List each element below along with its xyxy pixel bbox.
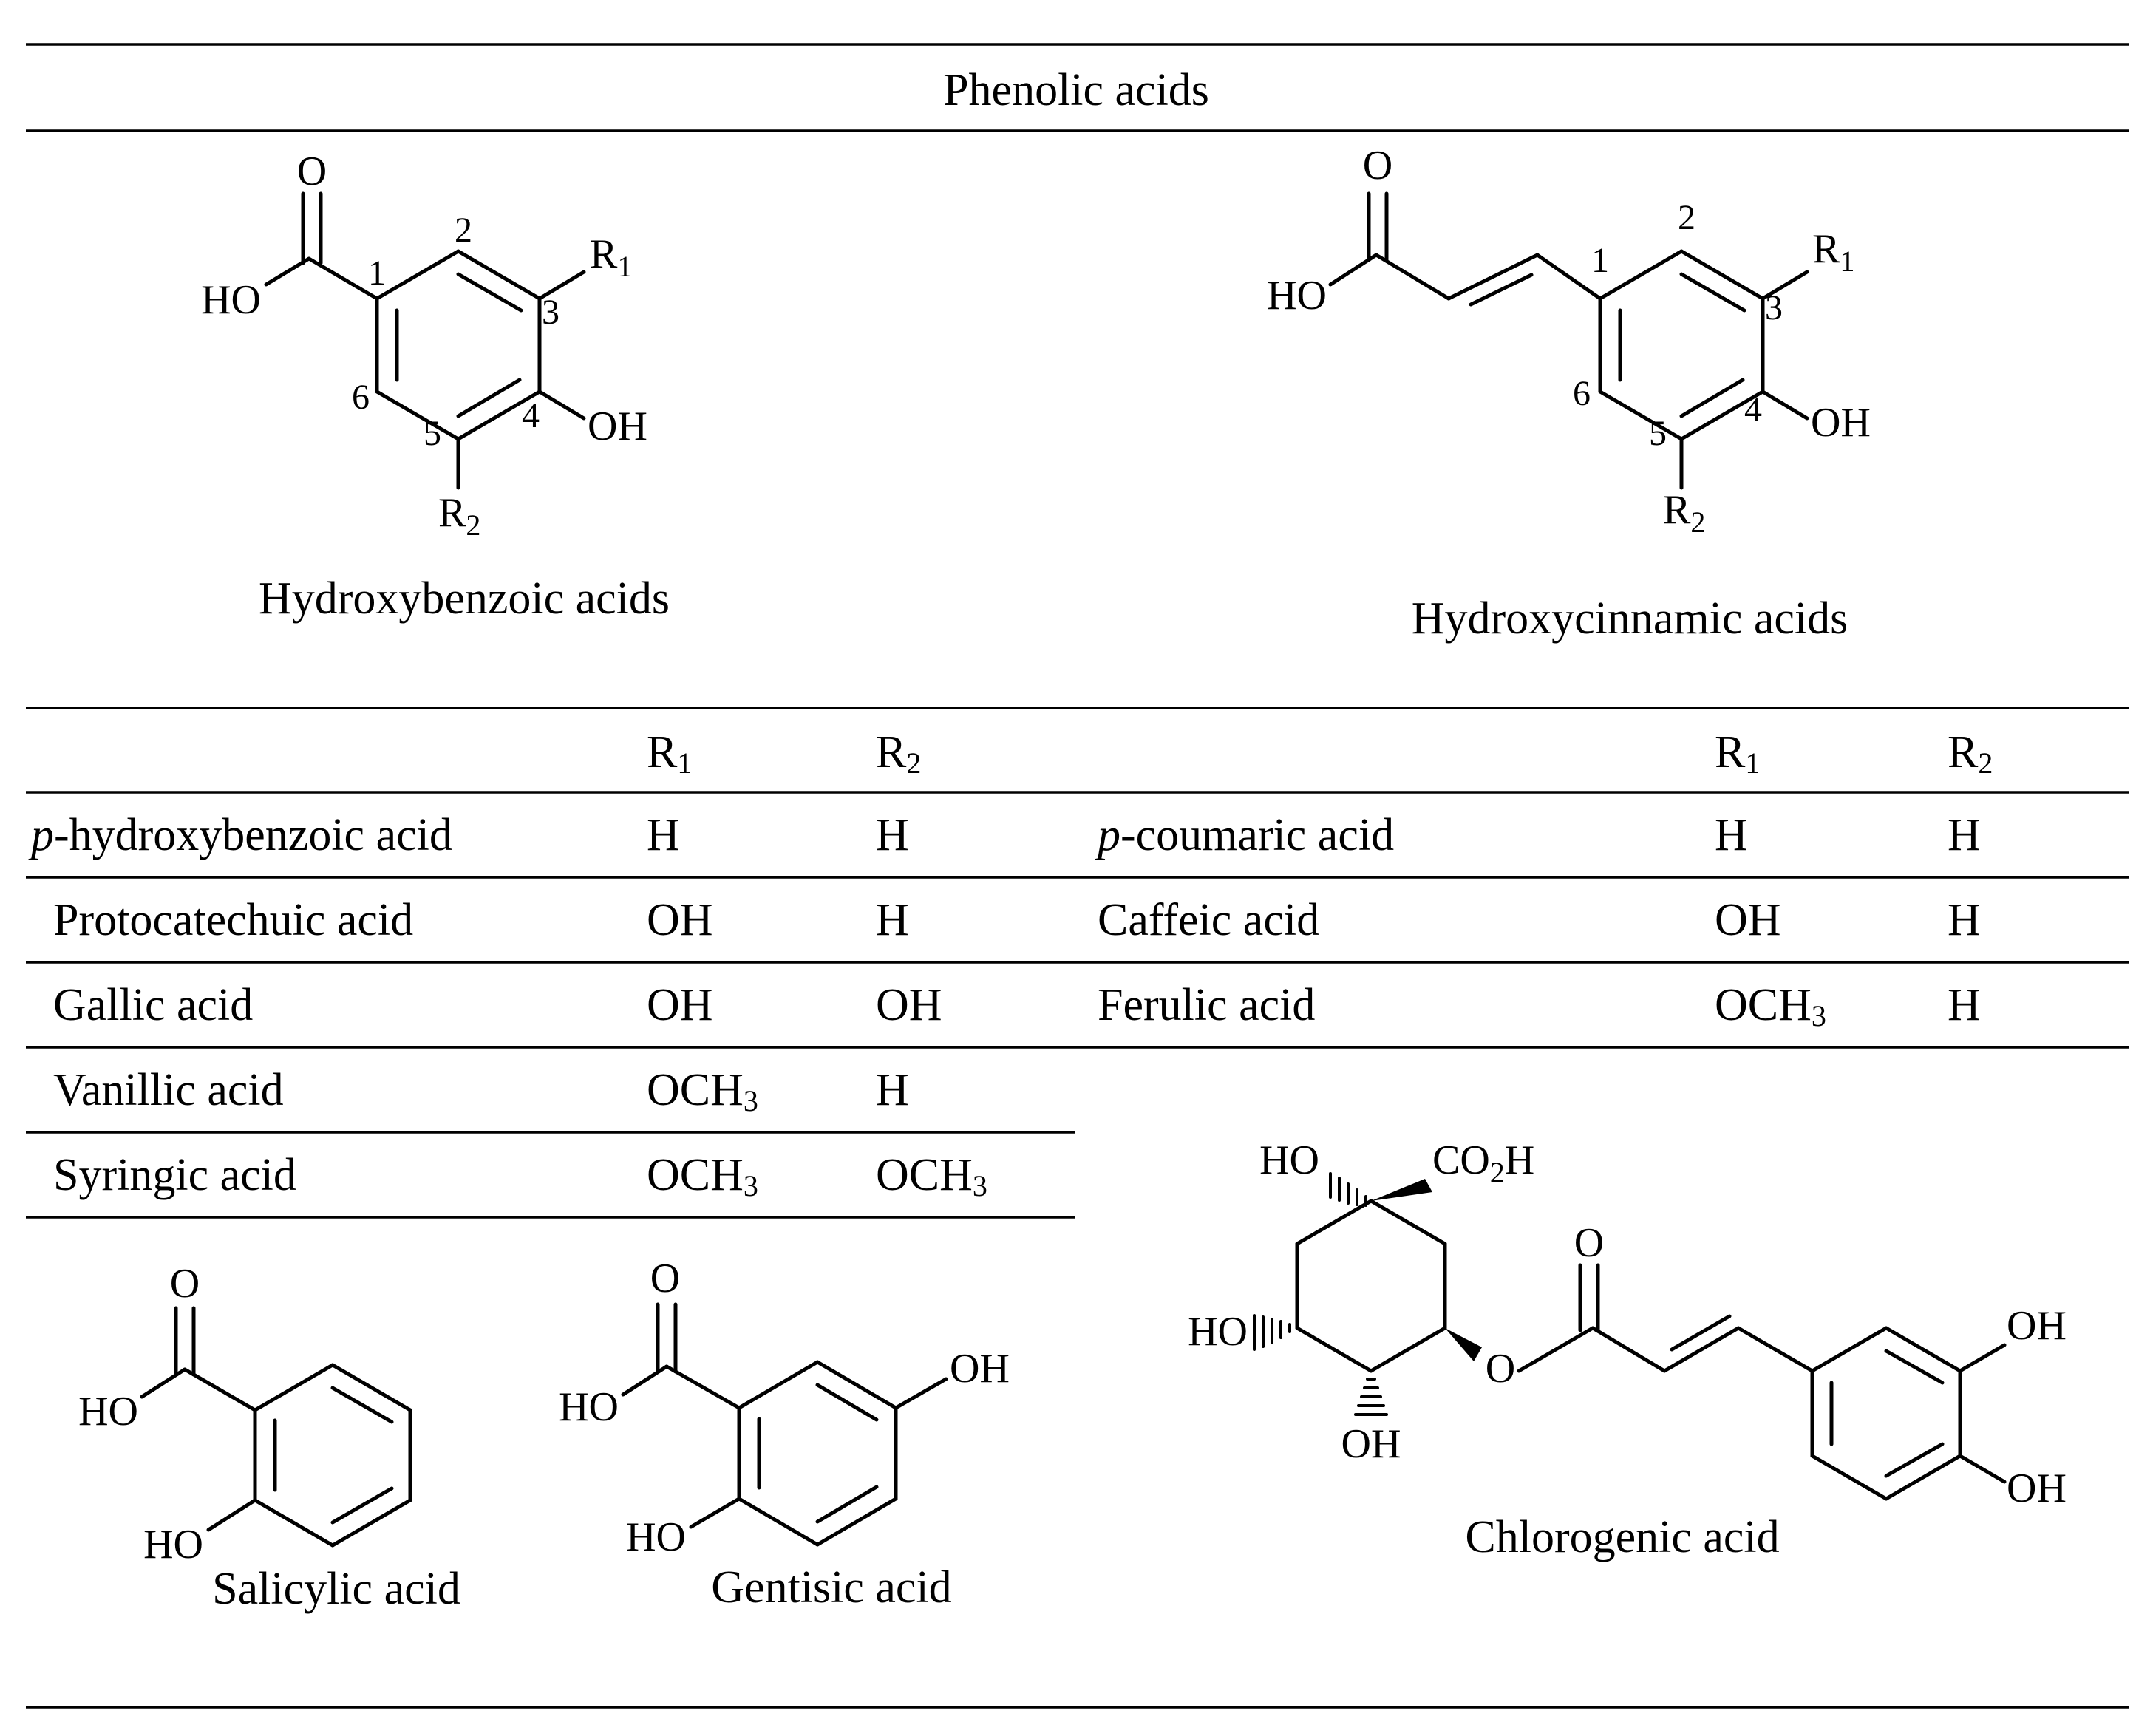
- r2-value: H: [876, 895, 909, 945]
- hc-r2: R2: [1663, 487, 1705, 539]
- hb-pos-6: 6: [352, 378, 370, 417]
- header-r1-right: R1: [1715, 727, 1760, 780]
- table-row: Vanillic acid OCH3 H: [53, 1065, 909, 1117]
- gen-ho-acid: HO: [559, 1384, 619, 1430]
- hb-oh: OH: [588, 404, 647, 449]
- wedge-ester-o: [1445, 1328, 1482, 1361]
- r2-value: OCH3: [876, 1150, 987, 1202]
- table-row: Gallic acid OH OH: [53, 980, 942, 1030]
- hc-pos-3: 3: [1765, 288, 1783, 327]
- r1-value: OCH3: [1715, 980, 1826, 1032]
- r2-value: H: [1948, 895, 1981, 945]
- r1-value: OH: [647, 980, 713, 1030]
- hc-pos-5: 5: [1649, 414, 1667, 453]
- acid-name: Caffeic acid: [1098, 895, 1319, 945]
- hb-pos-3: 3: [542, 293, 559, 332]
- hc-pos-6: 6: [1573, 374, 1591, 413]
- chl-ho-top: HO: [1259, 1137, 1319, 1183]
- chl-oh-ring-top: OH: [2007, 1303, 2067, 1349]
- hc-pos-2: 2: [1678, 198, 1695, 237]
- table-row: p-coumaric acid H H: [1095, 810, 1981, 860]
- cinnamic-table: p-coumaric acid H H Caffeic acid OH H Fe…: [1095, 810, 1981, 1032]
- table-row: Protocatechuic acid OH H: [53, 895, 909, 945]
- table-row: Caffeic acid OH H: [1098, 895, 1981, 945]
- acid-name: Syringic acid: [53, 1150, 296, 1200]
- acid-name: Vanillic acid: [53, 1065, 284, 1115]
- hb-r2: R2: [438, 490, 480, 542]
- salicylic-structure: O HO HO Salicylic acid: [78, 1261, 460, 1614]
- r2-value: H: [876, 810, 909, 860]
- acid-name: p-coumaric acid: [1095, 810, 1394, 860]
- hb-ho: HO: [201, 277, 261, 323]
- sal-caption: Salicylic acid: [212, 1564, 460, 1614]
- chl-oh-ring-bottom: OH: [2007, 1466, 2067, 1511]
- r1-value: OCH3: [647, 1065, 758, 1117]
- header-r2-left: R2: [876, 727, 921, 780]
- sal-ho-ring: HO: [143, 1522, 203, 1567]
- r1-value: H: [647, 810, 680, 860]
- hc-pos-1: 1: [1591, 241, 1609, 280]
- hb-pos-5: 5: [424, 414, 441, 453]
- hydroxybenzoic-structure: O HO OH R1 R2 1 2 3 4 5 6 Hydroxybenzoic…: [201, 149, 670, 624]
- hc-ho: HO: [1267, 273, 1327, 319]
- hb-caption: Hydroxybenzoic acids: [259, 573, 670, 624]
- hc-oh: OH: [1811, 400, 1871, 446]
- hb-r1: R1: [590, 231, 632, 283]
- acid-name: Ferulic acid: [1098, 980, 1315, 1030]
- hb-carbonyl-o: O: [297, 149, 327, 194]
- hb-pos-1: 1: [368, 253, 386, 293]
- column-headers: R1 R2 R1 R2: [647, 727, 1993, 780]
- table-row: Ferulic acid OCH3 H: [1098, 980, 1981, 1032]
- table-title: Phenolic acids: [943, 65, 1209, 115]
- chl-carbonyl-o: O: [1574, 1220, 1604, 1266]
- r1-value: H: [1715, 810, 1748, 860]
- hash-ho-top: [1329, 1172, 1367, 1207]
- benzoic-table: p-hydroxybenzoic acid H H Protocatechuic…: [28, 810, 987, 1202]
- hb-pos-2: 2: [455, 211, 472, 250]
- hc-caption: Hydroxycinnamic acids: [1412, 593, 1848, 644]
- table-row: p-hydroxybenzoic acid H H: [28, 810, 909, 860]
- r2-value: H: [1948, 980, 1981, 1030]
- hash-ho-left: [1253, 1314, 1291, 1351]
- gen-ho-ring: HO: [626, 1514, 686, 1560]
- table-rules: [26, 43, 2129, 1709]
- acid-name: Gallic acid: [53, 980, 253, 1030]
- r1-value: OCH3: [647, 1150, 758, 1202]
- chl-caption: Chlorogenic acid: [1465, 1512, 1779, 1562]
- hc-carbonyl-o: O: [1363, 143, 1392, 188]
- wedge-co2h: [1371, 1179, 1432, 1201]
- hc-r1: R1: [1812, 226, 1854, 278]
- r1-value: OH: [647, 895, 713, 945]
- header-r2-right: R2: [1948, 727, 1993, 780]
- gen-oh: OH: [950, 1346, 1010, 1392]
- hydroxycinnamic-structure: O HO OH R1 R2 1 2 3 4 5 6 Hydroxycinnami…: [1267, 143, 1871, 644]
- hc-pos-4: 4: [1744, 390, 1762, 429]
- chl-oh-bottom: OH: [1341, 1421, 1401, 1467]
- r2-value: H: [876, 1065, 909, 1115]
- acid-name: p-hydroxybenzoic acid: [28, 810, 452, 860]
- sal-carbonyl-o: O: [170, 1261, 200, 1307]
- hash-oh-bottom: [1354, 1378, 1388, 1416]
- r2-value: H: [1948, 810, 1981, 860]
- chl-ho-left: HO: [1188, 1309, 1248, 1355]
- gentisic-structure: O HO HO OH Gentisic acid: [559, 1256, 1010, 1613]
- chl-co2h: CO2H: [1432, 1137, 1534, 1189]
- sal-ho-acid: HO: [78, 1389, 138, 1434]
- r2-value: OH: [876, 980, 942, 1030]
- header-r1-left: R1: [647, 727, 692, 780]
- gen-caption: Gentisic acid: [711, 1562, 951, 1613]
- r1-value: OH: [1715, 895, 1781, 945]
- table-row: Syringic acid OCH3 OCH3: [53, 1150, 987, 1202]
- chlorogenic-structure: HO CO2H HO OH O O OH OH Chlorogenic acid: [1188, 1137, 2067, 1562]
- gen-carbonyl-o: O: [650, 1256, 680, 1301]
- chl-ester-o: O: [1486, 1346, 1515, 1392]
- acid-name: Protocatechuic acid: [53, 895, 413, 945]
- hb-pos-4: 4: [522, 396, 540, 435]
